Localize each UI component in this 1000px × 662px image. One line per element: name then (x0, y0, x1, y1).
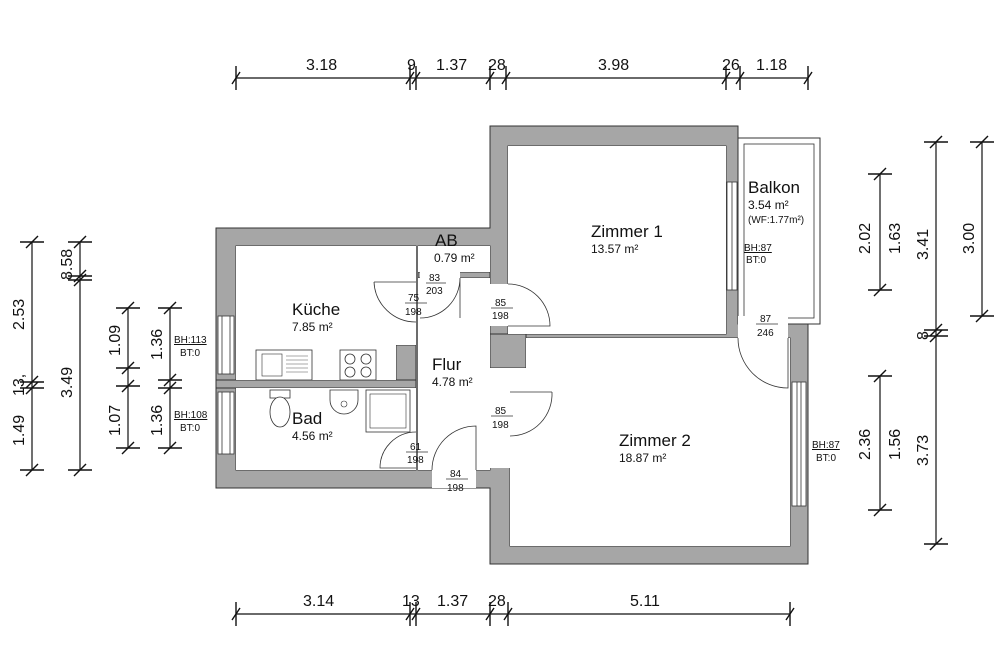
room-name-balkon: Balkon (748, 178, 800, 197)
window-balkon (726, 181, 738, 291)
dimension-bottom: 3.14 13 1.37 28 5.11 (231, 593, 795, 626)
door-ab (419, 272, 461, 319)
door-zimmer2 (490, 391, 553, 437)
dim-top-5: 3.98 (598, 57, 629, 74)
door-w-balkon: 87 (760, 314, 772, 325)
dim-top-7: 1.18 (756, 57, 787, 74)
window-bh-balkon: BH:87 (744, 243, 772, 254)
dim-left-inner-2: 1.36 (149, 329, 166, 360)
room-name-kueche: Küche (292, 300, 340, 319)
dimension-top: 3.18 9 1.37 28 3.98 26 1.18 (231, 57, 813, 90)
dim-bottom-5: 5.11 (630, 593, 660, 610)
dim-right-1: 2.02 (857, 223, 874, 254)
door-w-zimmer2: 85 (495, 406, 507, 417)
door-h-ab: 203 (426, 286, 443, 297)
window-bh-bad: BH:108 (174, 410, 208, 421)
window-bt-zimmer2: BT:0 (816, 453, 836, 464)
dim-top-4: 28 (488, 57, 506, 74)
dim-top-1: 3.18 (306, 57, 337, 74)
dim-left-inner-4: 1.36 (149, 405, 166, 436)
door-zimmer1 (490, 283, 551, 327)
dim-left-inner-3: 1.07 (107, 405, 124, 436)
room-area-balkon: 3.54 m² (748, 198, 789, 212)
room-area-zimmer1: 13.57 m² (591, 242, 638, 256)
washbasin-icon (329, 389, 359, 415)
dim-bottom-4: 28 (488, 593, 506, 610)
dim-top-2: 9 (407, 57, 416, 74)
dim-bottom-1: 3.14 (303, 593, 334, 610)
dim-bottom-3: 1.37 (437, 593, 468, 610)
wall-flur-z2 (489, 333, 527, 369)
dim-left-2: 13, (11, 374, 28, 396)
door-bad (379, 431, 417, 469)
window-kueche (217, 315, 235, 375)
room-name-zimmer2: Zimmer 2 (619, 431, 691, 450)
door-h-zimmer1: 198 (492, 311, 509, 322)
door-w-zimmer1: 85 (495, 298, 507, 309)
room-area-ab: 0.79 m² (434, 251, 475, 265)
room-name-ab: AB (435, 231, 458, 250)
room-wf-balkon: (WF:1.77m²) (748, 215, 804, 226)
door-h-entrance: 198 (447, 483, 464, 494)
room-labels: AB 0.79 m² Küche 7.85 m² Flur 4.78 m² Ba… (292, 178, 804, 465)
dimension-left: 2.53 13, 1.49 8.58 3.49 1.09 1.36 1.07 1… (11, 235, 182, 477)
dimension-right: 2.02 1.63 2.36 1.56 3.41 8 3.73 3.00 (857, 135, 994, 551)
dim-right-5: 8 (915, 331, 932, 340)
room-area-flur: 4.78 m² (432, 375, 473, 389)
room-name-flur: Flur (432, 355, 462, 374)
windows (217, 181, 807, 507)
dim-left-1: 2.53 (11, 299, 28, 330)
dim-right-6: 2.36 (857, 429, 874, 460)
door-w-entrance: 84 (450, 469, 462, 480)
wall-kueche-flur (395, 344, 417, 381)
door-h-zimmer2: 198 (492, 420, 509, 431)
room-area-bad: 4.56 m² (292, 429, 333, 443)
door-w-kueche: 75 (408, 293, 420, 304)
dim-right-8: 3.73 (915, 435, 932, 466)
toilet-icon (269, 389, 291, 428)
dim-left-4: 8.58 (59, 249, 76, 280)
door-h-kueche: 198 (405, 307, 422, 318)
dim-left-3: 1.49 (11, 415, 28, 446)
window-bt-balkon: BT:0 (746, 255, 766, 266)
door-h-balkon: 246 (757, 328, 774, 339)
door-labels: 83 203 75 198 85 198 85 198 61 198 84 19… (405, 273, 778, 494)
dim-right-3: 3.41 (915, 229, 932, 260)
window-zimmer2 (791, 381, 807, 507)
window-bt-kueche: BT:0 (180, 348, 200, 359)
room-area-zimmer2: 18.87 m² (619, 451, 666, 465)
dim-left-inner-1: 1.09 (107, 325, 124, 356)
door-h-bad: 198 (407, 455, 424, 466)
fixtures (255, 349, 411, 433)
door-w-bad: 61 (410, 442, 422, 453)
dim-bottom-2: 13 (402, 593, 420, 610)
dim-top-3: 1.37 (436, 57, 467, 74)
window-bh-zimmer2: BH:87 (812, 440, 840, 451)
wall-kueche-bad (215, 379, 417, 389)
room-area-kueche: 7.85 m² (292, 320, 333, 334)
door-w-ab: 83 (429, 273, 441, 284)
dim-right-7: 1.56 (887, 429, 904, 460)
window-bad (217, 391, 235, 455)
window-bh-kueche: BH:113 (174, 335, 207, 346)
shower-icon (365, 389, 411, 433)
kitchen-sink-icon (255, 349, 313, 381)
dim-right-2: 1.63 (887, 223, 904, 254)
window-labels: BH:113 BT:0 BH:108 BT:0 BH:87 BT:0 BH:87… (174, 243, 840, 464)
dim-top-6: 26 (722, 57, 740, 74)
door-kueche (373, 281, 417, 323)
room-name-bad: Bad (292, 409, 322, 428)
dim-left-5: 3.49 (59, 367, 76, 398)
stove-icon (339, 349, 377, 381)
room-name-zimmer1: Zimmer 1 (591, 222, 663, 241)
door-balkon (737, 316, 789, 389)
window-bt-bad: BT:0 (180, 423, 200, 434)
dim-right-4: 3.00 (961, 223, 978, 254)
